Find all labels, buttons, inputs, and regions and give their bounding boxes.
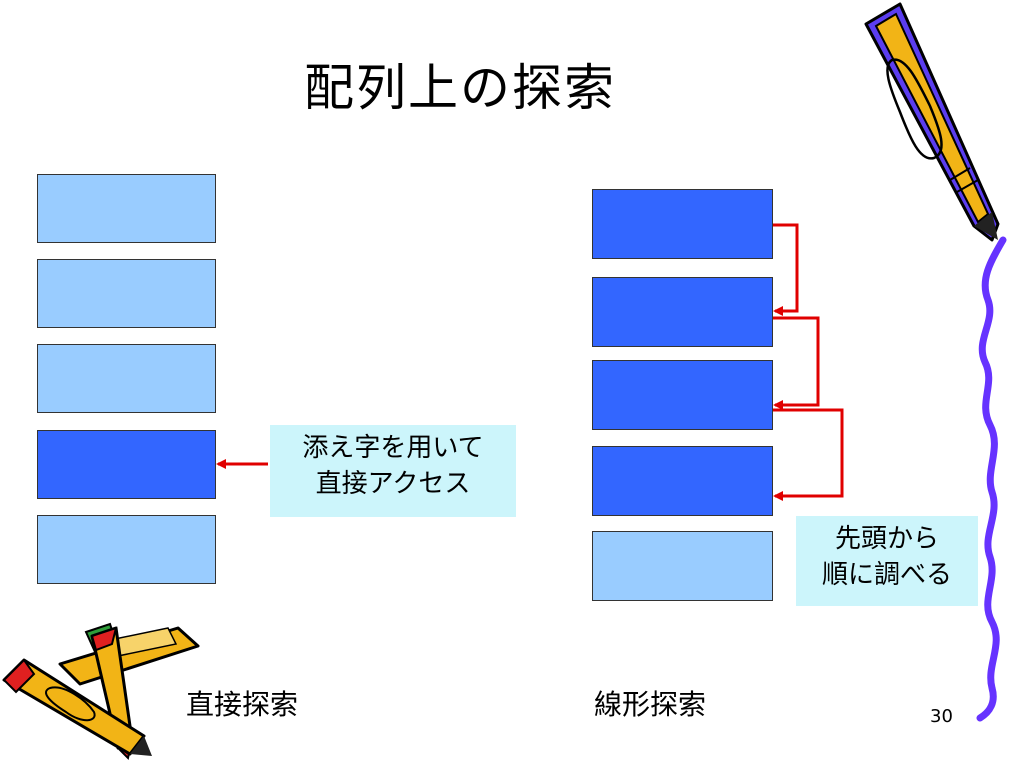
linear-caption: 線形探索: [594, 688, 707, 721]
direct-array-cell: [37, 344, 216, 413]
linear-array-cell: [592, 446, 773, 516]
direct-callout-line-2: 直接アクセス: [315, 469, 471, 499]
linear-array-cell: [592, 189, 773, 259]
direct-array-cell: [37, 259, 216, 328]
page-number: 30: [930, 706, 953, 727]
linear-array-cell: [592, 277, 773, 347]
linear-array-cell: [592, 360, 773, 430]
slide-title: 配列上の探索: [304, 59, 616, 117]
direct-callout: 添え字を用いて 直接アクセス: [270, 425, 516, 517]
wavy-border-decoration: [976, 236, 1007, 722]
linear-callout-line-2: 順に調べる: [821, 560, 952, 590]
direct-caption: 直接探索: [186, 688, 299, 721]
linear-callout: 先頭から 順に調べる: [796, 516, 978, 606]
pencil-clipart-icon: [864, 2, 1000, 242]
linear-step-arrow: [773, 408, 844, 501]
direct-array-cell: [37, 174, 216, 243]
linear-step-arrow: [773, 223, 799, 316]
linear-callout-line-1: 先頭から: [834, 524, 939, 554]
pencils-clipart-icon: [2, 622, 200, 760]
direct-callout-line-1: 添え字を用いて: [302, 433, 484, 463]
linear-array-cell: [592, 531, 773, 601]
linear-step-arrow: [773, 316, 820, 410]
direct-array-cell-target: [37, 430, 216, 499]
direct-array-cell: [37, 515, 216, 584]
